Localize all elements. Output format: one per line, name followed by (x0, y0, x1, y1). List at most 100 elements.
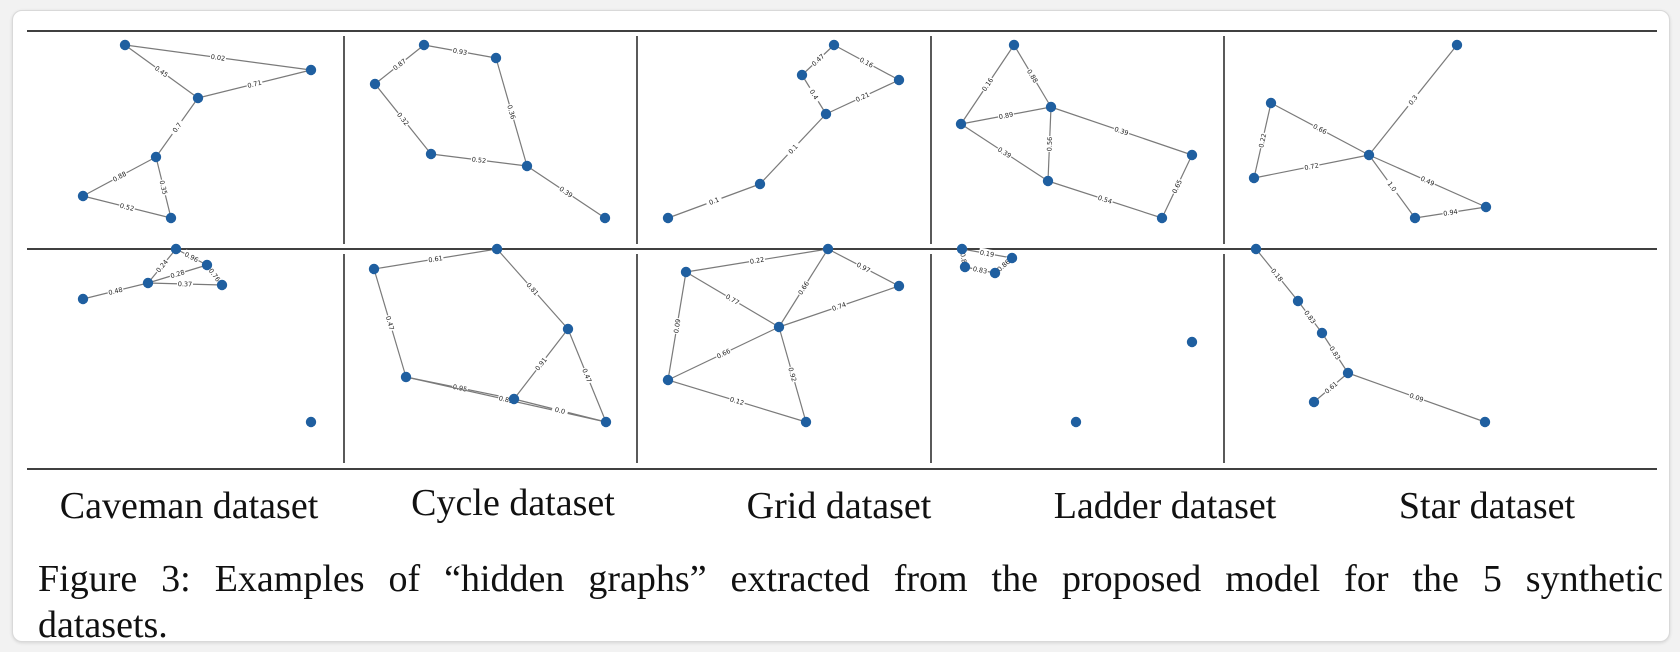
graph-node (680, 266, 692, 278)
edge-label-bg (157, 178, 170, 197)
graph-node (418, 39, 430, 51)
edge-label-bg (394, 109, 412, 129)
graph-node (1409, 212, 1421, 224)
graph-node (1308, 396, 1320, 408)
edge-weight-label: 0.52 (471, 155, 486, 165)
graph-node (1316, 327, 1328, 339)
edge-label-bg (504, 103, 519, 121)
edge-weight-label: 0.72 (1304, 161, 1320, 172)
edge-label-bg (704, 194, 724, 208)
edge-label-bg (809, 51, 827, 69)
column-dividers (343, 36, 1225, 463)
edge-label-bg (1407, 390, 1426, 405)
edge-weight-label: 0.89 (998, 111, 1014, 122)
graph-node (150, 151, 162, 163)
edge-weight-label: 0.92 (786, 367, 798, 383)
edge-label-bg (110, 168, 129, 185)
edge-label-bg (523, 280, 542, 298)
graph-node (369, 78, 381, 90)
edge-weight-label: 0.19 (979, 249, 995, 259)
edge-label-bg (1301, 307, 1319, 327)
graph-node (1451, 39, 1463, 51)
hidden-graphs-figure: 0.020.450.710.70.880.350.520.930.870.360… (27, 30, 1657, 470)
graph-node (77, 190, 89, 202)
edge-label-bg (426, 253, 445, 265)
edge-label-bg (1024, 66, 1041, 86)
graph-node (521, 160, 533, 172)
edge-weight-label: 0.52 (119, 202, 135, 213)
edge-label-bg (784, 140, 802, 158)
dataset-label-cycle: Cycle dataset (411, 482, 615, 524)
edge-weight-label: 0.83 (498, 394, 514, 405)
graph-node (400, 371, 412, 383)
edge-label-bg (168, 267, 187, 281)
graph-node (368, 263, 380, 275)
edge-label-bg (978, 247, 996, 260)
edge-label-bg (857, 54, 876, 71)
graph-node (754, 178, 766, 190)
graph-ladder-top: 0.160.880.890.390.560.390.540.65 (955, 39, 1198, 224)
edge-label-bg (1441, 206, 1460, 219)
edge-label-bg (714, 345, 733, 362)
graph-star-bottom: 0.180.830.830.610.09 (1250, 243, 1491, 428)
edge-label-bg (854, 259, 873, 276)
edge-label-bg (182, 249, 201, 265)
edge-label-bg (671, 317, 683, 335)
graph-node (216, 279, 228, 291)
graph-star-top: 0.30.660.220.720.491.00.94 (1248, 39, 1492, 224)
edge-label-bg (470, 154, 488, 166)
edge-label-bg (451, 381, 469, 395)
graph-node (170, 243, 182, 255)
graph-node (1045, 101, 1057, 113)
graph-node (165, 212, 177, 224)
edge-label-bg (383, 314, 397, 332)
graph-node (959, 261, 971, 273)
edge-weight-label: 0.66 (715, 347, 732, 360)
dataset-label-ladder: Ladder dataset (1053, 485, 1277, 527)
caption-line-2: datasets. (38, 604, 168, 642)
edge-label-bg (1310, 121, 1330, 137)
graph-node (1248, 172, 1260, 184)
graph-node (599, 212, 611, 224)
edge-label-bg (1418, 173, 1437, 189)
edge-label-bg (206, 265, 223, 285)
edge-label-bg (1268, 265, 1286, 285)
graph-node (600, 416, 612, 428)
graph-node (828, 39, 840, 51)
graph-node (893, 280, 905, 292)
edge-weight-label: 0.09 (672, 318, 682, 334)
edge-label-bg (748, 254, 766, 267)
edge-weight-label: 0.37 (178, 280, 193, 288)
graph-node (201, 259, 213, 271)
edge-weight-label: 0.22 (1257, 133, 1268, 149)
graph-node (1342, 367, 1354, 379)
graph-node (1008, 39, 1020, 51)
edge-label-bg (997, 109, 1015, 122)
graph-caveman-bottom: 0.960.240.760.280.370.48 (77, 243, 317, 428)
graph-node (1186, 336, 1198, 348)
edge-weight-label: 0.1 (708, 196, 720, 207)
graph-node (1363, 149, 1375, 161)
graph-node (508, 393, 520, 405)
graph-node (955, 118, 967, 130)
edge-weight-label: 0.71 (247, 79, 263, 90)
edge-weight-label: 0.36 (505, 104, 517, 120)
edge-label-bg (723, 291, 742, 308)
graph-node (1292, 295, 1304, 307)
figure-caption: Figure 3: Examples of “hidden graphs” ex… (38, 556, 1663, 642)
edge-label-bg (579, 366, 595, 385)
graph-node (822, 243, 834, 255)
graph-node (796, 69, 808, 81)
graph-node (425, 148, 437, 160)
edge-label-bg (829, 299, 849, 314)
edge-weight-label: 0.95 (452, 383, 468, 394)
graph-node (662, 212, 674, 224)
edge-label-bg (168, 118, 186, 137)
graph-node (1006, 252, 1018, 264)
graph-caveman-top: 0.020.450.710.70.880.350.52 (77, 39, 317, 224)
edge-label-bg (153, 256, 171, 276)
graph-node (1265, 97, 1277, 109)
